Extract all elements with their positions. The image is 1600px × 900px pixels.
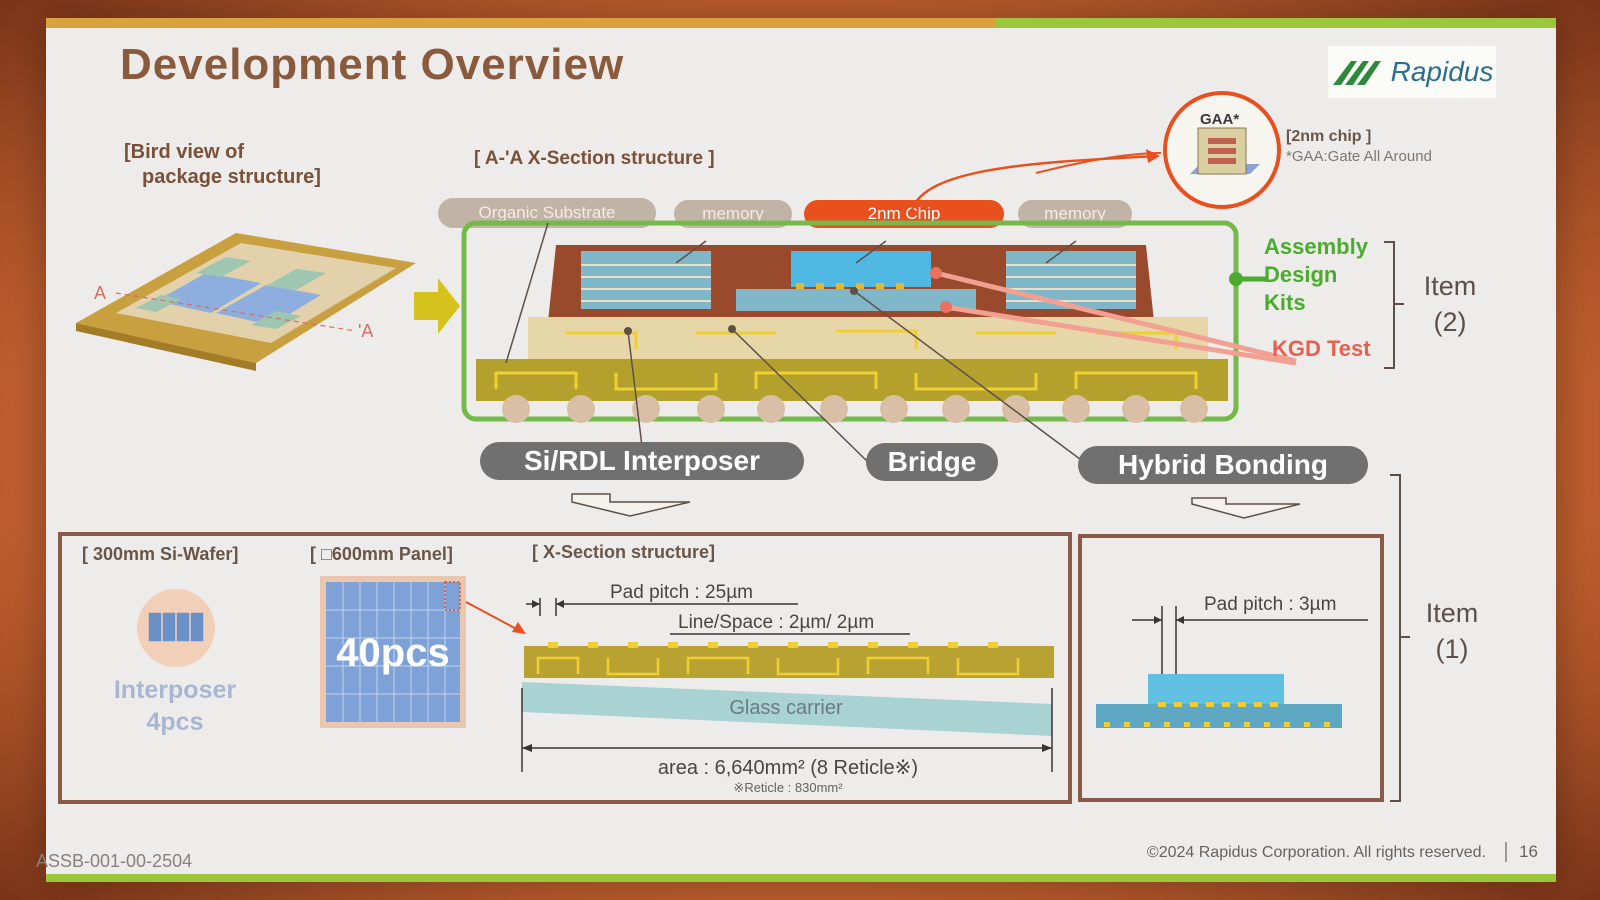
item2-label: Item (2) xyxy=(1410,268,1490,340)
marker-a-left: A xyxy=(94,283,106,303)
reticle-note: ※Reticle : 830mm² xyxy=(733,780,843,795)
memory-stack-right xyxy=(1006,251,1136,309)
bird-view-caption-line2: package structure] xyxy=(142,166,321,188)
top-accent-bar-green xyxy=(996,18,1556,28)
bridge-pill: Bridge xyxy=(866,443,998,481)
bird-view-caption-line1: [Bird view of xyxy=(124,141,245,163)
kgd-test-label: KGD Test xyxy=(1272,336,1371,361)
copyright-notice: ©2024 Rapidus Corporation. All rights re… xyxy=(1146,844,1486,861)
interposer-count: Interposer 4pcs xyxy=(100,674,250,738)
xsection-caption: [ A-'A X-Section structure ] xyxy=(474,148,715,169)
interposer-count-line2: 4pcs xyxy=(146,708,204,736)
item1-number: (1) xyxy=(1435,634,1469,664)
gaa-transistor-illustration: GAA* xyxy=(1163,91,1281,209)
slide: Development Overview Rapidus [Bird view … xyxy=(36,18,1556,882)
rdl-interposer-panel: [ 300mm Si-Wafer] [ □600mm Panel] [ X-Se… xyxy=(58,532,1072,804)
adk-line1: Assembly xyxy=(1264,234,1368,259)
arrow-to-gaa xyxy=(910,149,1160,211)
gaa-caption: [2nm chip ] xyxy=(1286,128,1372,145)
hybrid-bonding-illustration: Pad pitch : 3µm xyxy=(1096,594,1368,728)
wafer-caption: [ 300mm Si-Wafer] xyxy=(82,544,239,564)
item1-label: Item (1) xyxy=(1412,595,1492,667)
pad-pitch-3: Pad pitch : 3µm xyxy=(1204,594,1336,615)
gaa-label: GAA* xyxy=(1200,111,1239,128)
package-cross-section xyxy=(461,152,1297,472)
rapidus-logo: Rapidus xyxy=(1328,46,1496,98)
item2-number: (2) xyxy=(1433,307,1467,337)
assembly-design-kits-label: Assembly Design Kits xyxy=(1264,233,1368,317)
si-rdl-interposer-pill: Si/RDL Interposer xyxy=(480,442,804,480)
area-label: area : 6,640mm² (8 Reticle※) xyxy=(658,757,918,779)
rapidus-logo-icon xyxy=(1332,61,1381,85)
item1-bracket xyxy=(1390,474,1410,802)
item1-word: Item xyxy=(1425,598,1479,628)
memory-stack-left xyxy=(581,251,711,309)
panel-caption: [ □600mm Panel] xyxy=(310,544,453,564)
panel-illustration: 40pcs xyxy=(320,576,466,728)
line-space: Line/Space : 2µm/ 2µm xyxy=(678,612,874,633)
bird-view-caption: [Bird view of package structure] xyxy=(124,140,321,190)
panel-to-xsection-arrow xyxy=(465,601,526,634)
right-arrow-icon xyxy=(414,278,460,334)
bird-view-package-illustration: A 'A xyxy=(76,233,416,371)
rdl-xsection-caption: [ X-Section structure] xyxy=(532,542,716,562)
down-arrow-icon-2 xyxy=(1191,497,1301,519)
top-accent-bar xyxy=(46,18,1556,28)
hybrid-bonding-panel: Pad pitch : 3µm xyxy=(1078,534,1384,802)
hybrid-bonding-pill: Hybrid Bonding xyxy=(1078,446,1368,484)
document-id: ASSB-001-00-2504 xyxy=(36,851,193,871)
item2-word: Item xyxy=(1423,271,1477,301)
panel-count: 40pcs xyxy=(336,631,449,675)
pad-pitch-25: Pad pitch : 25µm xyxy=(610,582,753,603)
rdl-xsection-illustration: Pad pitch : 25µm Line/Space : 2µm/ 2µm G… xyxy=(521,582,1054,795)
glass-carrier-label: Glass carrier xyxy=(729,697,843,719)
marker-a-right: 'A xyxy=(358,321,373,341)
interposer-count-line1: Interposer xyxy=(113,676,237,704)
gaa-note: *GAA:Gate All Around xyxy=(1286,148,1432,165)
bottom-accent-bar xyxy=(46,874,1556,882)
down-arrow-icon xyxy=(571,493,691,517)
adk-line3: Kits xyxy=(1264,290,1306,315)
wafer-illustration xyxy=(137,589,215,667)
logo-text: Rapidus xyxy=(1390,56,1494,87)
2nm-chip-die xyxy=(791,251,931,287)
page-number: 16 xyxy=(1505,842,1538,862)
bridge-die xyxy=(736,289,976,311)
slide-title: Development Overview xyxy=(120,40,625,89)
adk-line2: Design xyxy=(1264,262,1338,287)
item2-bracket xyxy=(1384,241,1404,369)
